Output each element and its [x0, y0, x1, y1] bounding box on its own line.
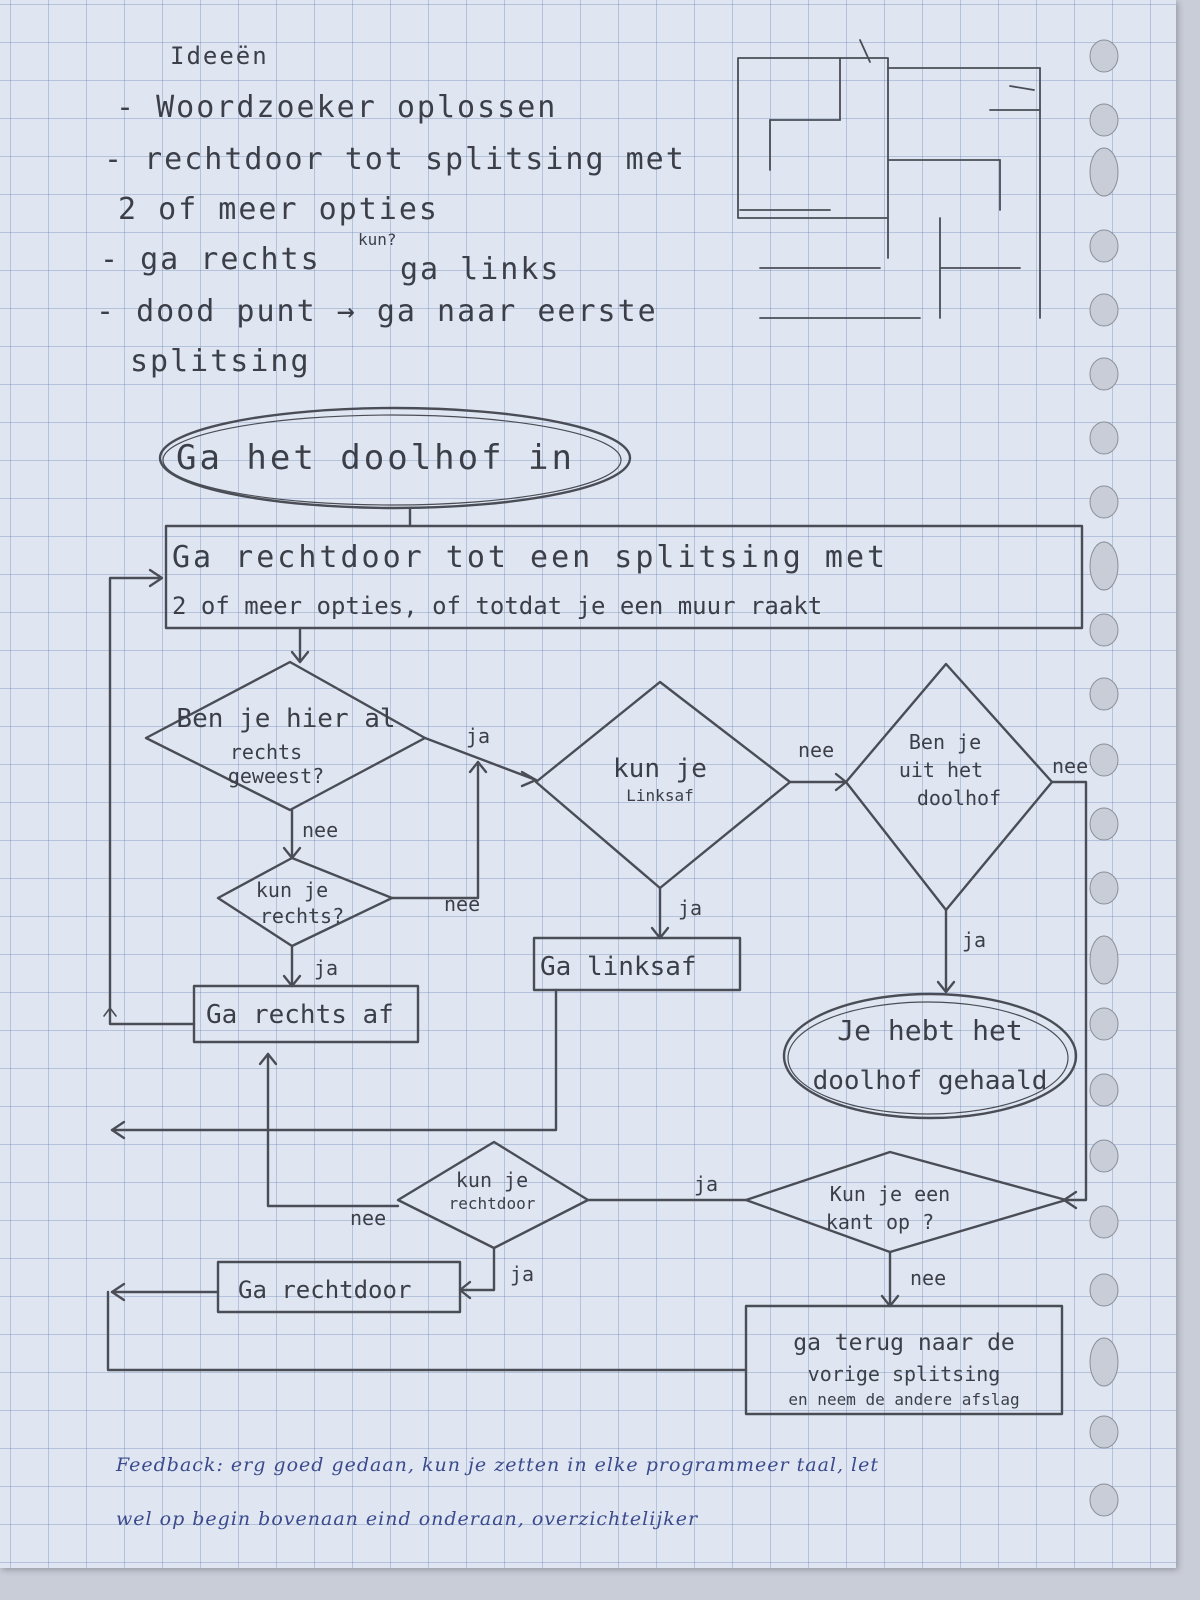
out-line-1: Ben je: [908, 730, 982, 754]
process-straight-box: [164, 524, 1084, 630]
note-line-4: - ga rechts: [100, 242, 321, 277]
been-right-line-1: Ben je hier al: [176, 704, 396, 734]
notebook-page: Ideeën - Woordzoeker oplossen - rechtdoo…: [0, 0, 1176, 1568]
note-kun-small: kun?: [358, 230, 397, 249]
feedback-line-1: Feedback: erg goed gedaan, kun je zetten…: [116, 1454, 880, 1476]
back-line-2: vorige splitsing: [807, 1362, 1001, 1386]
diamond-can-right: [216, 856, 394, 948]
label-ja-2: ja: [314, 956, 339, 980]
note-line-6: - dood punt → ga naar eerste: [96, 294, 658, 329]
label-ja-5: ja: [510, 1262, 535, 1286]
label-nee-6: nee: [910, 1266, 947, 1290]
can-right-line-2: rechts?: [259, 904, 345, 928]
can-left-line-2: Linksaf: [626, 786, 694, 805]
start-terminal: [158, 406, 632, 510]
label-nee-2: nee: [444, 892, 481, 916]
act-straight-box: [216, 1260, 462, 1314]
start-label: Ga het doolhof in: [176, 438, 575, 478]
flowchart-shapes: [103, 406, 1088, 1416]
drawing-layer: [103, 39, 1119, 1517]
note-line-7: splitsing: [130, 344, 311, 379]
label-ja-3: ja: [678, 896, 703, 920]
act-left-label: Ga linksaf: [540, 952, 697, 982]
diamond-can-left: [534, 680, 792, 890]
note-line-3: 2 of meer opties: [118, 192, 439, 227]
binder-holes: [1089, 39, 1119, 1517]
straight-line-1: kun je: [455, 1168, 529, 1192]
can-left-line-1: kun je: [613, 754, 707, 784]
act-back-box: [744, 1304, 1064, 1416]
end-terminal: [782, 992, 1078, 1120]
side-line-1: Kun je een: [829, 1182, 951, 1206]
label-nee-1: nee: [302, 818, 339, 842]
label-ja-6: ja: [694, 1172, 719, 1196]
end-line-1: Je hebt het: [837, 1014, 1023, 1047]
act-right-label: Ga rechts af: [206, 1000, 394, 1030]
out-line-3: doolhof: [916, 786, 1002, 810]
label-ja-1: ja: [466, 724, 491, 748]
straight-line-2: rechtdoor: [448, 1194, 536, 1213]
been-right-line-2: rechts: [229, 740, 303, 764]
back-line-1: ga terug naar de: [793, 1330, 1015, 1356]
label-nee-4: nee: [1052, 754, 1089, 778]
act-right-box: [192, 984, 420, 1044]
feedback-line-2: wel op begin bovenaan eind onderaan, ove…: [116, 1508, 699, 1530]
note-line-5: ga links: [400, 252, 561, 287]
act-left-box: [532, 936, 742, 992]
label-nee-3: nee: [798, 738, 835, 762]
back-line-3: en neem de andere afslag: [788, 1390, 1020, 1409]
process-line-2: 2 of meer opties, of totdat je een muur …: [172, 592, 823, 620]
process-line-1: Ga rechtdoor tot een splitsing met: [172, 540, 889, 575]
act-straight-label: Ga rechtdoor: [238, 1276, 412, 1304]
notes-heading: Ideeën: [170, 42, 269, 70]
out-line-2: uit het: [898, 758, 984, 782]
label-ja-4: ja: [962, 928, 987, 952]
diamond-been-right: [144, 660, 427, 812]
side-line-2: kant op ?: [825, 1210, 935, 1234]
maze-sketch: [737, 39, 1041, 319]
label-nee-5: nee: [350, 1206, 387, 1230]
can-right-line-1: kun je: [255, 878, 329, 902]
note-line-2: - rechtdoor tot splitsing met: [104, 142, 686, 177]
end-line-2: doolhof gehaald: [812, 1066, 1048, 1096]
been-right-line-3: geweest?: [227, 764, 325, 788]
note-line-1: - Woordzoeker oplossen: [116, 90, 558, 125]
